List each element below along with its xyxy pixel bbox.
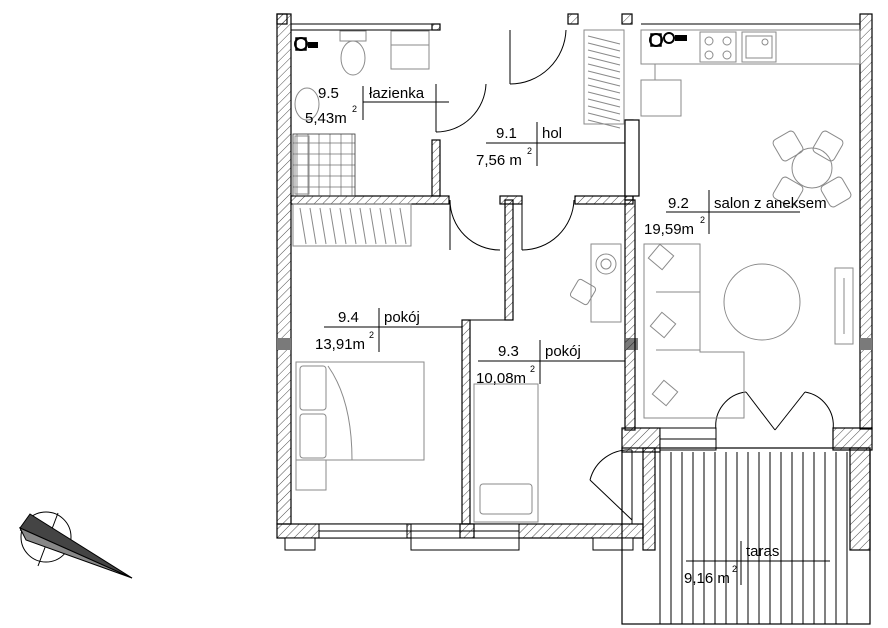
room-area: 13,91m	[315, 336, 365, 353]
boiler-icon	[294, 37, 318, 51]
bathroom-fixtures	[292, 30, 430, 197]
area-unit-exponent: 2	[732, 564, 737, 574]
room-label-9-5: 9.5 łazienka 5,43m 2	[305, 85, 449, 127]
room-area: 9,16 m	[684, 570, 730, 587]
salon-furniture	[643, 130, 854, 419]
doors	[435, 29, 834, 524]
room-number: 9.3	[498, 343, 519, 360]
room-number: 9.4	[338, 309, 359, 326]
room-label-9-2: 9.2 salon z aneksem 19,59m 2	[644, 190, 827, 238]
room-number: 9.1	[496, 125, 517, 142]
room-area: 10,08m	[476, 370, 526, 387]
area-unit-exponent: 2	[352, 104, 357, 114]
room-area: 5,43m	[305, 110, 347, 127]
room-area: 19,59m	[644, 221, 694, 238]
room-area: 7,56 m	[476, 152, 522, 169]
terrace-decking	[659, 452, 848, 624]
room-label-taras: taras 9,16 m 2	[684, 541, 830, 587]
area-unit-exponent: 2	[700, 215, 705, 225]
hall-wardrobe	[583, 29, 625, 129]
area-unit-exponent: 2	[369, 330, 374, 340]
room-label-9-4: 9.4 pokój 13,91m 2	[315, 308, 462, 353]
gas-meter-icon	[649, 32, 687, 47]
room-name: łazienka	[369, 85, 425, 102]
room-label-9-3: 9.3 pokój 10,08m 2	[476, 340, 625, 387]
north-arrow-icon	[18, 511, 133, 579]
room-9-3-furniture	[473, 243, 622, 523]
room-number: 9.2	[668, 195, 689, 212]
exterior-walls	[276, 13, 873, 551]
room-name: pokój	[545, 343, 581, 360]
room-label-9-1: 9.1 hol 7,56 m 2	[476, 122, 625, 169]
room-name: hol	[542, 125, 562, 142]
room-name: pokój	[384, 309, 420, 326]
room-number: 9.5	[318, 85, 339, 102]
room-name: salon z aneksem	[714, 195, 827, 212]
room-name: taras	[746, 543, 779, 560]
terrace	[621, 447, 871, 625]
kitchen-counter	[640, 29, 861, 117]
area-unit-exponent: 2	[527, 146, 532, 156]
area-unit-exponent: 2	[530, 364, 535, 374]
room-9-4-furniture	[292, 203, 425, 491]
